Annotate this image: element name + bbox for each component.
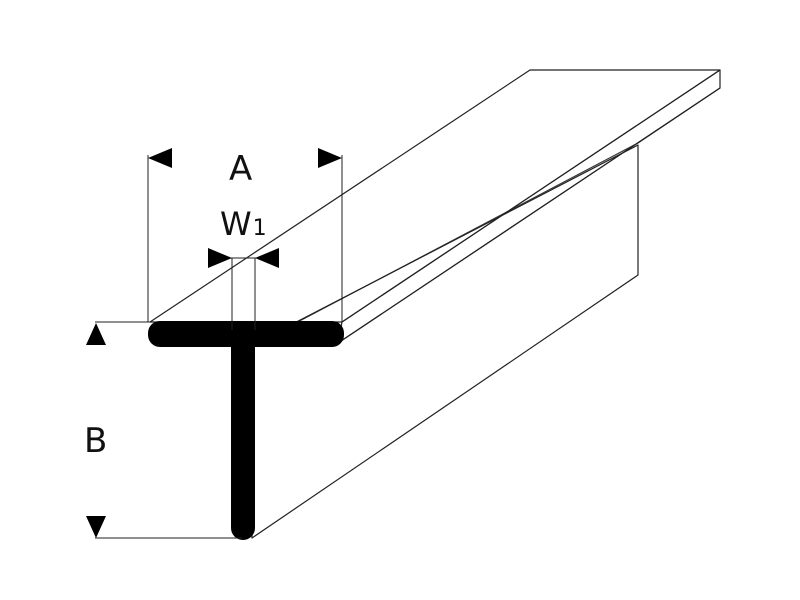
dimension-b-top-arrow — [86, 323, 106, 345]
dimension-w1-label: W1 — [220, 205, 267, 243]
flange-underside-face — [251, 87, 721, 347]
dimension-a-right-arrow — [318, 148, 342, 168]
cross-section-web — [231, 330, 255, 540]
dimension-b-bottom-arrow — [86, 516, 106, 538]
dimension-a-label: A — [229, 149, 252, 189]
dimension-b-label: B — [84, 421, 107, 461]
dimension-a-left-arrow — [148, 148, 172, 168]
dimension-w1-left-arrow — [208, 248, 232, 268]
dimension-w1: W1 — [208, 205, 279, 330]
t-cross-section — [148, 321, 344, 540]
dimension-w1-right-arrow — [255, 248, 279, 268]
flange-top-face — [149, 69, 721, 323]
dimension-b: B — [84, 321, 242, 539]
flange-edge-face — [337, 69, 721, 344]
dimension-a: A — [147, 148, 343, 322]
